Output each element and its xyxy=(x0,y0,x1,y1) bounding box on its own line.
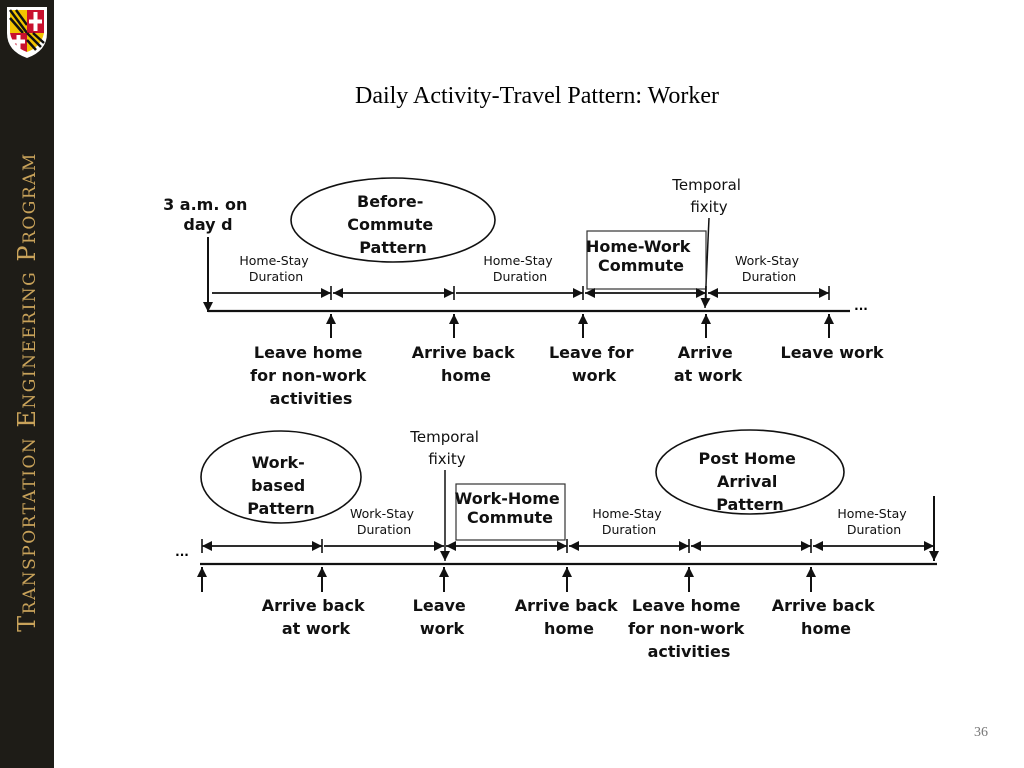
event-label: Arrive back home xyxy=(412,343,520,385)
before-commute-ellipse xyxy=(290,177,496,263)
continuation-mark: ... xyxy=(854,299,868,313)
start-label: 3 a.m. on day d xyxy=(163,195,253,234)
work-home-commute-box xyxy=(455,483,566,541)
work-based-ellipse xyxy=(200,430,362,524)
slide-title: Daily Activity-Travel Pattern: Worker xyxy=(354,83,719,109)
sidebar: Transportation Engineering Program xyxy=(0,0,54,768)
event-label: Leave home for non-work activities xyxy=(628,596,750,661)
work-based-label: Work- based Pattern xyxy=(247,453,315,518)
duration-label: Home-Stay Duration xyxy=(483,253,556,284)
temporal-fixity-label: Temporal fixity xyxy=(409,428,483,468)
temporal-fixity-label: Temporal fixity xyxy=(671,176,745,216)
event-label: Leave work xyxy=(781,343,884,362)
timeline-1: 3 a.m. on day d Before- Commute Pattern … xyxy=(163,176,884,408)
continuation-mark: ... xyxy=(175,545,189,559)
post-home-arrival-label: Post Home Arrival Pattern xyxy=(699,449,802,514)
event-label: Leave work xyxy=(413,596,472,638)
page-number: 36 xyxy=(974,725,988,740)
timeline-2: Work- based Pattern Temporal fixity Work… xyxy=(175,428,939,661)
event-label: Leave for work xyxy=(549,343,639,385)
home-work-commute-label: Home-Work Commute xyxy=(586,237,696,275)
post-home-arrival-ellipse xyxy=(655,429,845,515)
event-label: Arrive back home xyxy=(772,596,880,638)
maryland-flag-logo-icon xyxy=(7,7,47,58)
work-home-commute-label: Work-Home Commute xyxy=(455,489,566,527)
duration-label: Home-Stay Duration xyxy=(837,506,910,537)
duration-label: Home-Stay Duration xyxy=(592,506,665,537)
event-label: Arrive back home xyxy=(515,596,623,638)
duration-label: Work-Stay Duration xyxy=(350,506,418,537)
duration-label: Work-Stay Duration xyxy=(735,253,803,284)
duration-label: Home-Stay Duration xyxy=(239,253,312,284)
before-commute-label: Before- Commute Pattern xyxy=(347,192,439,257)
event-label: Arrive at work xyxy=(674,343,743,385)
event-label: Leave home for non-work activities xyxy=(250,343,372,408)
event-label: Arrive back at work xyxy=(262,596,370,638)
